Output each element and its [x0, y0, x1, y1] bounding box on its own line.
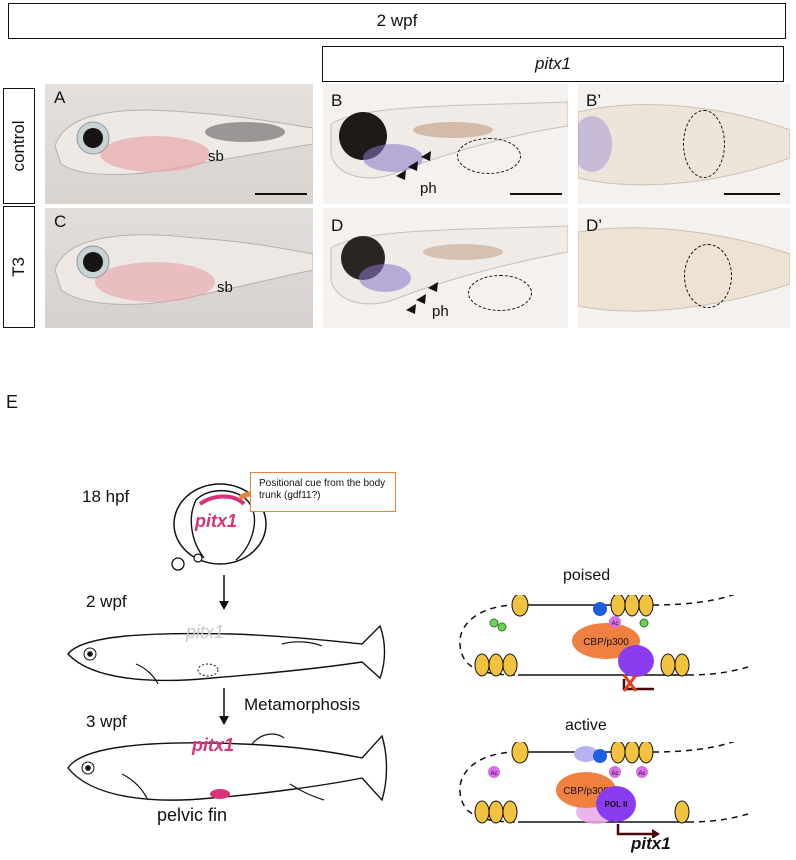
arrowhead-icon — [428, 282, 438, 292]
svg-text:Ac: Ac — [638, 771, 645, 777]
arrowhead-icon — [421, 151, 431, 161]
panel-a-sb-label: sb — [208, 148, 224, 165]
panel-b-letter: B — [331, 91, 343, 110]
cbp-label-poised: CBP/p300 — [583, 637, 629, 648]
panel-d-larva — [330, 225, 568, 305]
down-arrow-1 — [219, 575, 229, 610]
arrowhead-icon — [406, 304, 416, 314]
fish-3wpf — [67, 733, 388, 802]
panel-b-scale-bar — [510, 193, 562, 195]
panel-b-photo — [323, 84, 568, 204]
stage-3wpf: 3 wpf — [86, 712, 127, 731]
panel-bp-dashed-ellipse — [683, 110, 725, 178]
embryo-drawing — [171, 483, 269, 571]
panel-c-letter: C — [54, 212, 67, 231]
header-title-box: 2 wpf — [8, 3, 786, 39]
stage-18hpf: 18 hpf — [82, 487, 130, 506]
row-label-t3: T3 — [3, 206, 35, 328]
arrow-down-icon — [219, 601, 229, 610]
header-subtitle-box: pitx1 — [322, 46, 784, 82]
pelvic-fin-label: pelvic fin — [157, 805, 228, 825]
cue-box: Positional cue from the body trunk (gdf1… — [250, 472, 396, 512]
panel-bp-scale-bar — [724, 193, 780, 195]
panel-b-ph-label: ph — [420, 180, 437, 197]
panel-d-dashed-ellipse — [468, 275, 532, 311]
panel-d-photo — [323, 208, 568, 328]
panel-dp-dashed-ellipse — [684, 244, 732, 308]
panel-c-sb-label: sb — [217, 279, 233, 296]
panel-a-larva — [54, 109, 313, 175]
gene-2wpf: pitx1 — [186, 622, 225, 642]
row-label-control: control — [3, 88, 35, 204]
arrowhead-icon — [396, 170, 406, 180]
cbp-label-active: CBP/p300 — [563, 786, 609, 797]
down-arrow-2 — [219, 688, 229, 725]
metamorphosis-label: Metamorphosis — [244, 695, 361, 714]
arrow-down-icon — [219, 716, 229, 725]
panel-a-photo — [45, 84, 313, 204]
gene-18hpf: pitx1 — [195, 511, 238, 531]
panel-a-scale-bar — [255, 193, 307, 195]
panel-bp-photo — [578, 84, 790, 204]
arrowhead-icon — [416, 294, 426, 304]
stage-2wpf: 2 wpf — [86, 592, 127, 611]
svg-text:Ac: Ac — [611, 771, 618, 777]
panel-dp-letter: D’ — [586, 216, 603, 235]
panel-c-larva — [54, 234, 313, 305]
gene-3wpf: pitx1 — [192, 735, 235, 755]
panel-a-letter: A — [54, 88, 66, 107]
panel-d-ph-label: ph — [432, 303, 449, 320]
panel-d-letter: D — [331, 216, 344, 235]
panel-c-photo — [45, 208, 313, 328]
panel-b-arrowheads — [396, 151, 431, 180]
pol2-label: POL II — [605, 800, 628, 809]
panel-e-letter: E — [6, 392, 19, 412]
arrow-right-icon — [652, 829, 660, 838]
chromatin-poised: CBP/p300 Ac — [459, 595, 749, 692]
panel-b-dashed-ellipse — [457, 138, 521, 174]
svg-text:Ac: Ac — [490, 771, 497, 777]
gene-active: pitx1 — [631, 834, 671, 853]
header-subtitle: pitx1 — [535, 54, 571, 73]
chromatin-active: Ac Ac Ac CBP/p300 POL II — [459, 742, 749, 838]
panel-b-larva — [330, 101, 568, 179]
header-title: 2 wpf — [376, 11, 418, 30]
arrowhead-icon — [408, 161, 418, 171]
fish-2wpf — [67, 624, 386, 685]
poised-label: poised — [563, 567, 611, 584]
panel-bp-letter: B’ — [586, 91, 602, 110]
active-label: active — [565, 717, 607, 734]
panel-d-arrowheads — [406, 282, 438, 314]
ac-label-poised: Ac — [611, 621, 618, 627]
